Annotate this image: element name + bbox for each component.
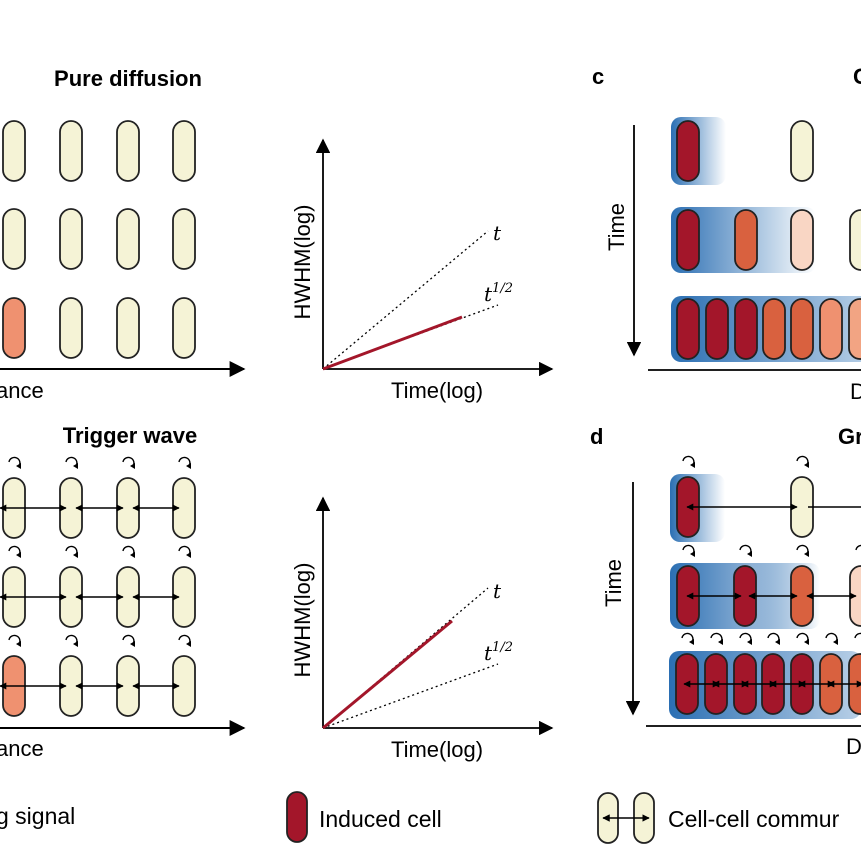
- cell-partially-induced: [762, 298, 786, 360]
- self-activation-arrowhead-icon: [804, 551, 809, 557]
- cell: [172, 297, 196, 359]
- self-activation-arrowhead-icon: [130, 463, 135, 469]
- curve-t-label: t: [493, 579, 502, 603]
- y-axis-label: HWHM(log): [290, 563, 315, 678]
- self-activation-arrowhead-icon: [689, 639, 694, 645]
- curve-sqrt-label: t1/2: [484, 281, 513, 306]
- self-activation-arrowhead-icon: [130, 641, 135, 647]
- curve-sqrt-label: t1/2: [484, 640, 513, 665]
- self-activation-arrowhead-icon: [130, 552, 135, 558]
- cell-partially-induced: [819, 298, 843, 360]
- legend-induced-label: Induced cell: [319, 806, 442, 832]
- cell-partially-induced: [790, 298, 814, 360]
- cell-partially-induced: [2, 297, 26, 359]
- self-activation-arrowhead-icon: [747, 639, 752, 645]
- cell: [59, 208, 83, 270]
- self-activation-arrowhead-icon: [690, 462, 695, 468]
- legend-induced-cell-icon: [286, 791, 308, 843]
- hwhm-plot-diffusion: t t1/2 HWHM(log) Time(log): [290, 138, 554, 403]
- induced-cell: [676, 209, 700, 271]
- time-axis-label: Time: [601, 559, 626, 607]
- cell: [2, 120, 26, 182]
- distance-axis-label: ance: [0, 736, 44, 761]
- panel-title-fragment: Gr: [838, 424, 861, 449]
- panel-pure-diffusion: Pure diffusion ance t t1/2 HWHM(log) Tim…: [0, 66, 554, 403]
- legend: g signal Induced cell Cell-cell commur: [0, 791, 840, 844]
- panel-d: d Gr Time D: [590, 424, 861, 759]
- x-axis-label: Time(log): [391, 737, 483, 762]
- self-activation-arrowhead-icon: [186, 552, 191, 558]
- self-activation-arrowhead-icon: [73, 463, 78, 469]
- self-activation-arrowhead-icon: [16, 552, 21, 558]
- relay-cells: [669, 455, 861, 719]
- cell: [172, 208, 196, 270]
- self-activation-arrowhead-icon: [833, 639, 838, 645]
- cell: [116, 297, 140, 359]
- panel-title: Trigger wave: [63, 423, 198, 448]
- self-activation-icon: [854, 632, 861, 639]
- cell: [116, 208, 140, 270]
- self-activation-arrowhead-icon: [804, 639, 809, 645]
- induced-cell: [676, 298, 700, 360]
- distance-axis-label: ance: [0, 378, 44, 403]
- legend-communication-label: Cell-cell commur: [668, 806, 840, 832]
- self-activation-arrowhead-icon: [718, 639, 723, 645]
- x-axis-label: Time(log): [391, 378, 483, 403]
- self-activation-arrowhead-icon: [690, 551, 695, 557]
- cell: [790, 120, 814, 182]
- y-axis-label: HWHM(log): [290, 205, 315, 320]
- self-activation-arrowhead-icon: [186, 463, 191, 469]
- self-activation-arrowhead-icon: [16, 463, 21, 469]
- induced-cell: [676, 120, 700, 182]
- panel-letter: d: [590, 424, 603, 449]
- cell: [849, 209, 861, 271]
- curve-t-highlight: [322, 619, 453, 730]
- cell: [116, 120, 140, 182]
- curve-sqrt-t: [322, 663, 499, 729]
- trigger-wave-cells: [0, 456, 196, 717]
- self-activation-arrowhead-icon: [804, 462, 809, 468]
- cell: [172, 120, 196, 182]
- legend-signal-label: g signal: [0, 803, 75, 829]
- cell-weakly-induced: [790, 209, 814, 271]
- panel-title-fragment: C: [853, 64, 861, 89]
- self-activation-icon: [855, 544, 861, 551]
- cell: [2, 208, 26, 270]
- time-axis-label: Time: [604, 203, 629, 251]
- curve-sqrt-t-highlight: [322, 315, 463, 371]
- induced-cell: [705, 298, 729, 360]
- distance-axis-label: D: [850, 379, 861, 404]
- distance-axis-label: D: [846, 734, 861, 759]
- curve-t-label: t: [493, 221, 502, 245]
- cell: [59, 297, 83, 359]
- cell-partially-induced: [734, 209, 758, 271]
- self-activation-arrowhead-icon: [775, 639, 780, 645]
- hwhm-plot-trigger: t t1/2 HWHM(log) Time(log): [290, 496, 554, 762]
- self-activation-arrowhead-icon: [16, 641, 21, 647]
- self-activation-arrowhead-icon: [747, 551, 752, 557]
- curve-t: [322, 230, 489, 370]
- panel-title: Pure diffusion: [54, 66, 202, 91]
- cell-partially-induced: [848, 298, 861, 360]
- cell: [59, 120, 83, 182]
- self-activation-arrowhead-icon: [73, 641, 78, 647]
- panel-trigger-wave: Trigger wave ance t t1/2 HWHM(log) Time(…: [0, 423, 554, 762]
- panel-c: c C Time D: [592, 64, 861, 404]
- self-activation-arrowhead-icon: [73, 552, 78, 558]
- self-activation-arrowhead-icon: [186, 641, 191, 647]
- induced-cell: [734, 298, 758, 360]
- panel-letter: c: [592, 64, 604, 89]
